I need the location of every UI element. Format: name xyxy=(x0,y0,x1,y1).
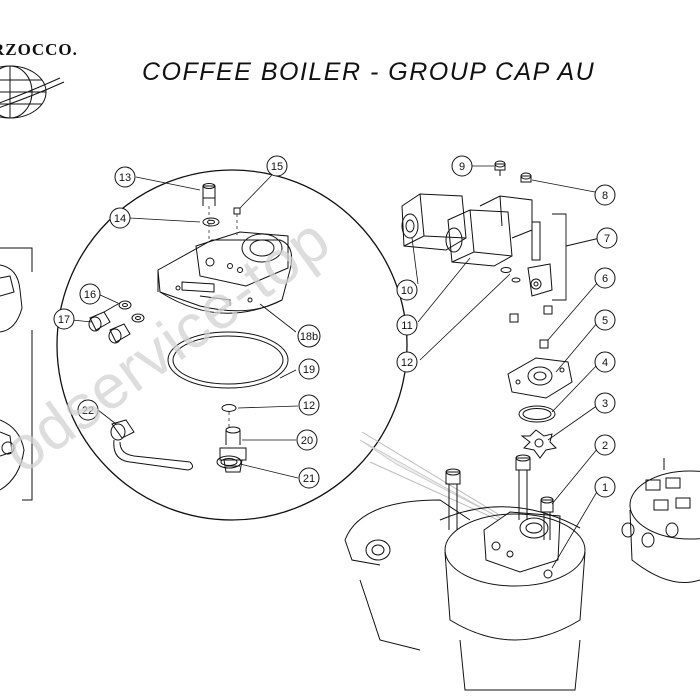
part-14-washer xyxy=(202,217,220,227)
callout-20: 20 xyxy=(296,429,318,451)
zoom-beam xyxy=(359,439,501,519)
part-10-11-solenoids xyxy=(401,193,533,267)
callout-10: 10 xyxy=(396,279,418,301)
part-7-solenoid-valve xyxy=(527,213,601,301)
part-18b-group-cap xyxy=(157,231,293,314)
callout-18b: 18b xyxy=(297,324,321,348)
callout-15: 15 xyxy=(266,155,288,177)
callout-label: 6 xyxy=(602,273,608,285)
callout-12: 12 xyxy=(396,351,418,373)
coffee-boiler-assembly xyxy=(344,499,586,691)
right-partial-view xyxy=(621,458,700,583)
callout-label: 2 xyxy=(602,440,608,452)
part-13-screw xyxy=(202,183,216,206)
callout-label: 5 xyxy=(602,315,608,327)
callout-label: 4 xyxy=(602,357,608,369)
callout-3: 3 xyxy=(594,392,616,414)
part-19-gasket xyxy=(167,331,289,389)
left-partial-views xyxy=(0,247,33,501)
part-2-bolts xyxy=(445,454,554,540)
callout-label: 18b xyxy=(300,331,318,343)
callout-12-inner: 12 xyxy=(298,394,320,416)
callout-22: 22 xyxy=(77,399,99,421)
callout-7: 7 xyxy=(596,227,618,249)
callout-leaders xyxy=(71,165,599,569)
callout-14: 14 xyxy=(109,207,131,229)
part-3-star-fitting xyxy=(520,429,558,459)
callout-label: 19 xyxy=(303,364,315,376)
brand-logo xyxy=(0,65,65,119)
assembly-leaders xyxy=(208,206,238,428)
callout-label: 12 xyxy=(401,357,413,369)
part-12-washers-upper xyxy=(500,267,521,283)
callout-6: 6 xyxy=(594,267,616,289)
callout-label: 11 xyxy=(401,320,412,332)
callout-5: 5 xyxy=(594,309,616,331)
part-6-screws xyxy=(509,305,553,349)
part-22-pipe xyxy=(110,419,194,471)
page-title: COFFEE BOILER - GROUP CAP AU xyxy=(142,58,596,86)
callout-label: 21 xyxy=(303,473,315,485)
callout-label: 7 xyxy=(604,233,610,245)
callout-label: 8 xyxy=(602,190,608,202)
magnify-circle xyxy=(56,169,408,521)
callout-label: 13 xyxy=(119,172,131,184)
brand-name: RZOCCO. xyxy=(0,40,78,59)
callout-label: 22 xyxy=(82,405,94,417)
part-21-washer xyxy=(216,455,242,469)
part-8-9-screws xyxy=(494,160,532,183)
callout-label: 16 xyxy=(84,289,96,301)
part-12-oring-inner xyxy=(221,404,237,412)
callout-label: 3 xyxy=(602,398,608,410)
part-5-base xyxy=(507,357,573,399)
callout-label: 1 xyxy=(602,482,608,494)
callout-label: 20 xyxy=(301,435,313,447)
callout-19: 19 xyxy=(298,358,320,380)
callout-8: 8 xyxy=(594,184,616,206)
callout-13: 13 xyxy=(114,166,136,188)
callouts: 1 2 3 4 5 6 7 8 9 10 11 12 12 13 14 15 1… xyxy=(53,155,618,498)
callout-label: 9 xyxy=(459,161,465,173)
callout-11: 11 xyxy=(396,314,418,336)
callout-17: 17 xyxy=(53,308,75,330)
callout-2: 2 xyxy=(594,434,616,456)
callout-label: 17 xyxy=(58,314,70,326)
part-16-17-fittings xyxy=(88,300,145,344)
callout-21: 21 xyxy=(298,467,320,489)
callout-label: 14 xyxy=(114,213,126,225)
part-15-plug xyxy=(233,207,241,215)
callout-9: 9 xyxy=(451,155,473,177)
callout-label: 10 xyxy=(401,285,413,297)
callout-label: 15 xyxy=(271,161,283,173)
callout-label: 12 xyxy=(303,400,315,412)
callout-4: 4 xyxy=(594,351,616,373)
callout-16: 16 xyxy=(79,283,101,305)
part-4-oring xyxy=(518,405,556,423)
callout-1: 1 xyxy=(594,476,616,498)
